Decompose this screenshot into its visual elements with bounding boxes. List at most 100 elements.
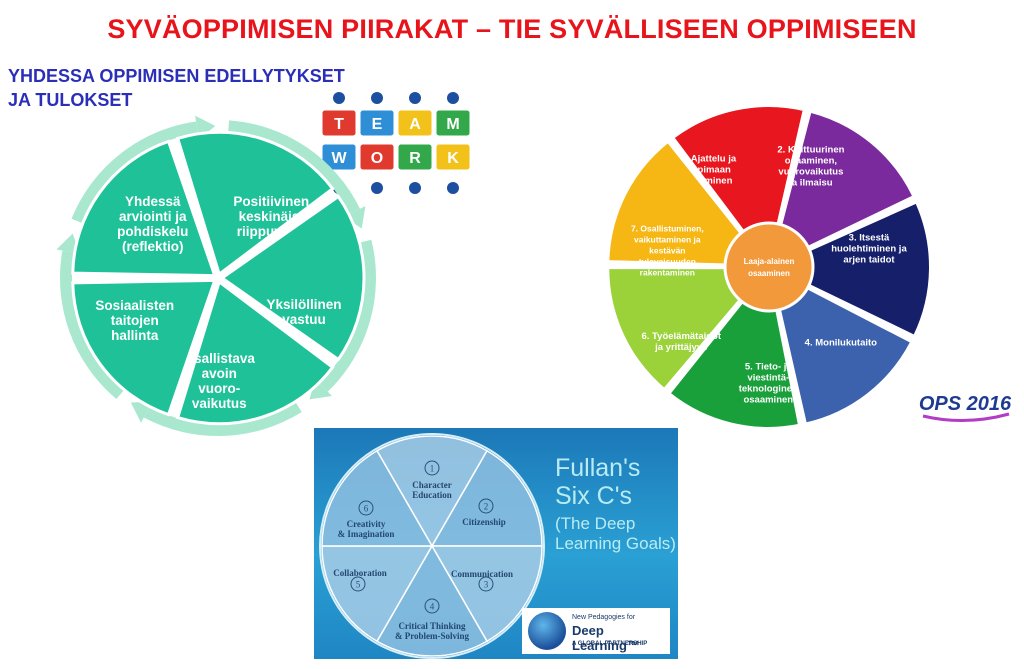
person-icon xyxy=(409,182,421,194)
arrow-arc xyxy=(71,121,198,224)
wheel-segment-label-line: tulevaisuuden xyxy=(639,257,696,267)
pie-segment-label-line: Sosiaalisten xyxy=(95,298,174,313)
fullan-segment-label: Communication xyxy=(451,569,513,579)
arrow-arc xyxy=(228,120,361,214)
fullan-segment-label: Creativity& Imagination xyxy=(338,519,395,539)
wheel-segment-label-line: rakentaminen xyxy=(640,268,695,278)
page-title: SYVÄOPPIMISEN PIIRAKAT – TIE SYVÄLLISEEN… xyxy=(107,14,917,44)
pie-segment-label-line: Osallistava xyxy=(184,351,256,366)
puzzle-tile xyxy=(359,143,395,171)
fullan-number: 6 xyxy=(364,504,369,514)
number-badge xyxy=(424,598,440,614)
puzzle-tile xyxy=(321,109,357,137)
wheel-segment-label-line: arjen taidot xyxy=(843,254,895,265)
pie-slice xyxy=(219,194,366,362)
arrow-arc xyxy=(319,239,376,392)
fullan-ring xyxy=(319,433,545,659)
fullan-subtitle-line-1: (The Deep xyxy=(555,514,636,533)
puzzle-letter: A xyxy=(409,116,421,133)
npdl-small-text: New Pedagogies for xyxy=(572,614,636,621)
puzzle-piece: A xyxy=(397,92,433,137)
wheel-segment-label-line: viestintä- xyxy=(747,373,789,384)
fullan-title-line-2: Six C's xyxy=(555,482,633,510)
puzzle-piece: O xyxy=(359,143,395,194)
fullan-slice xyxy=(321,449,434,547)
fullan-slice xyxy=(321,545,434,643)
fullan-segment-label-line: Communication xyxy=(451,569,513,579)
globe-icon xyxy=(528,612,566,650)
pie-segment-label-line: vaikutus xyxy=(192,396,247,411)
fullan-segment-label: Collaboration xyxy=(333,568,387,578)
fullan-slice xyxy=(375,544,489,657)
person-icon xyxy=(371,92,383,104)
wheel-segment-label-line: teknologinen xyxy=(739,384,798,395)
subtitle-line-2: JA TULOKSET xyxy=(8,90,133,110)
pie-segment-label-line: pohdiskelu xyxy=(117,224,188,239)
wheel-segment-label-line: 7. Osallistuminen, xyxy=(631,224,704,234)
npdl-big-text: Deep Learning™ xyxy=(572,623,640,653)
npdl-logo: New Pedagogies for Deep Learning™ A GLOB… xyxy=(522,608,670,654)
puzzle-piece: E xyxy=(359,92,395,137)
puzzle-piece: M xyxy=(435,92,471,137)
wheel-segment-label-line: osaaminen xyxy=(743,395,793,406)
wheel-slice xyxy=(769,201,931,338)
fullan-segment-label-line: Education xyxy=(412,490,452,500)
subtitle: YHDESSA OPPIMISEN EDELLYTYKSET JA TULOKS… xyxy=(8,64,428,112)
fullan-number: 5 xyxy=(356,580,361,590)
person-icon xyxy=(447,92,459,104)
fullan-segment-label-line: Critical Thinking xyxy=(398,621,466,631)
puzzle-tile xyxy=(321,143,357,171)
pie-slice xyxy=(71,278,217,417)
pie-segment-label-line: keskinäis- xyxy=(239,209,304,224)
wheel-segment-label-line: osaaminen, xyxy=(785,156,837,167)
puzzle-letter: W xyxy=(331,150,347,167)
fullan-slice xyxy=(430,449,543,547)
wheel-segment-label-line: vaikuttaminen ja xyxy=(634,235,701,245)
wheel-segment-label-line: vuorovaikutus xyxy=(778,167,843,178)
number-badge xyxy=(478,498,494,514)
number-badge xyxy=(350,576,366,592)
puzzle-letter: T xyxy=(334,116,344,133)
fullan-segment-label: Citizenship xyxy=(462,517,506,527)
wheel-segment-label-line: 5. Tieto- ja xyxy=(745,362,793,373)
pie-slice xyxy=(175,130,335,277)
fullan-segment-label-line: & Imagination xyxy=(338,529,395,539)
pie-slice xyxy=(175,279,335,426)
fullan-segment-label-line: Creativity xyxy=(347,519,386,529)
wheel-segment-label-line: 2. Kulttuurinen xyxy=(777,145,844,156)
pie-segment-label-line: vastuu xyxy=(282,312,326,327)
ops-logo-text: OPS 2016 xyxy=(919,393,1012,415)
pie-segment-label-line: Positiivinen xyxy=(233,194,309,209)
puzzle-piece: R xyxy=(397,143,433,194)
wheel-segment-label-line: 4. Monilukutaito xyxy=(805,338,878,349)
wheel-segment-label-line: 1. Ajattelu ja xyxy=(681,153,737,164)
fullan-segment-label-line: Collaboration xyxy=(333,568,387,578)
person-icon xyxy=(409,92,421,104)
wheel-center-label-line: Laaja-alainen xyxy=(744,257,795,266)
wheel-segment-label-line: ja yrittäjyys xyxy=(654,342,707,353)
puzzle-tile xyxy=(359,109,395,137)
wheel-segment: 4. Monilukutaito xyxy=(769,267,913,425)
wheel-segment-label-line: oppiminen xyxy=(684,175,732,186)
wheel-segment-label-line: oppimaan xyxy=(686,164,731,175)
puzzle-letter: M xyxy=(446,116,459,133)
fullan-title-line-1: Fullan's xyxy=(555,454,641,482)
fullan-segment-label-line: Citizenship xyxy=(462,517,506,527)
number-badge xyxy=(358,500,374,516)
wheel-segment-label-line: ja ilmaisu xyxy=(788,178,832,189)
